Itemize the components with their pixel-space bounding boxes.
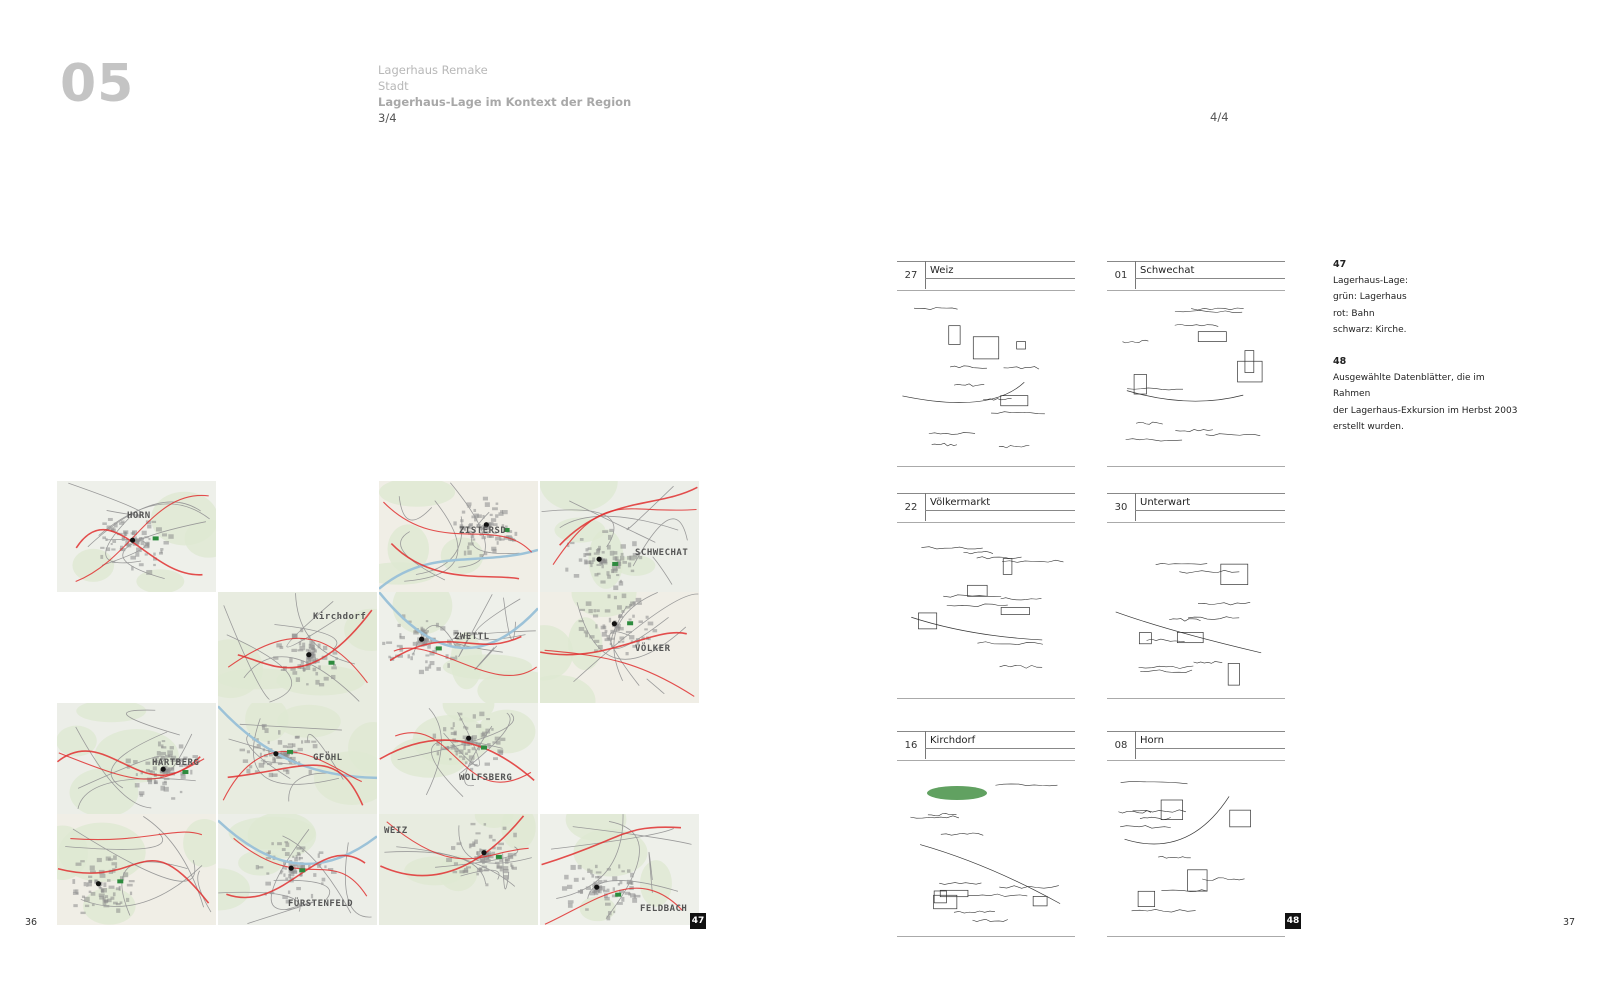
header-part-right: 4/4 xyxy=(1210,110,1229,124)
warehouse-marker xyxy=(435,646,442,651)
warehouse-marker xyxy=(627,621,634,626)
header-part-left: 3/4 xyxy=(378,111,397,125)
hand-sketch xyxy=(902,307,1045,449)
church-marker xyxy=(596,556,602,562)
datasheet: 08 Horn xyxy=(1107,731,1285,941)
datasheet-place: Kirchdorf xyxy=(930,735,976,746)
datasheet: 30 Unterwart xyxy=(1107,493,1285,703)
datasheet-place: Schwechat xyxy=(1140,265,1195,276)
map-tile: Kirchdorf xyxy=(218,592,377,703)
map-tile: GFÖHL xyxy=(218,703,377,814)
map-tile: FÜRSTENFELD xyxy=(218,814,377,925)
map-tile xyxy=(57,814,216,925)
caption-47-number: 47 xyxy=(1333,259,1347,270)
header-title: Lagerhaus-Lage im Kontext der Region xyxy=(378,95,632,109)
header-series: Lagerhaus Remake xyxy=(378,63,488,77)
header-section: Stadt xyxy=(378,79,409,93)
map-tile: SCHWECHAT xyxy=(540,481,699,592)
caption-48-line: der Lagerhaus-Exkursion im Herbst 2003 xyxy=(1333,405,1518,416)
warehouse-marker xyxy=(480,745,487,750)
map-town-label: WEIZ xyxy=(384,826,408,836)
datasheet-number: 27 xyxy=(897,261,926,289)
warehouse-marker xyxy=(495,854,502,859)
datasheet-number: 01 xyxy=(1107,261,1136,289)
caption-47-line: rot: Bahn xyxy=(1333,308,1375,319)
caption-47-line: schwarz: Kirche. xyxy=(1333,324,1407,335)
map-tile: VÖLKER xyxy=(540,592,699,703)
caption-47-line: Lagerhaus-Lage: xyxy=(1333,276,1408,287)
map-town-label: GFÖHL xyxy=(313,753,343,763)
church-marker xyxy=(481,850,487,856)
datasheet: 16 Kirchdorf xyxy=(897,731,1075,941)
caption-48-line: erstellt wurden. xyxy=(1333,421,1404,432)
datasheet-place: Weiz xyxy=(930,265,954,276)
figure-48-badge: 48 xyxy=(1285,913,1301,929)
church-marker xyxy=(611,621,617,627)
church-marker xyxy=(95,881,102,887)
church-marker xyxy=(306,652,312,658)
datasheet-place: Horn xyxy=(1140,735,1164,746)
warehouse-marker xyxy=(152,536,159,541)
datasheet: 01 Schwechat xyxy=(1107,261,1285,471)
chapter-number: 05 xyxy=(60,54,135,114)
datasheet-place: Unterwart xyxy=(1140,497,1191,508)
map-town-label: HORN xyxy=(127,511,151,521)
running-header: Lagerhaus Remake Stadt Lagerhaus-Lage im… xyxy=(378,62,631,126)
map-tile: ZWETTL xyxy=(379,592,538,703)
map-town-label: ZWETTL xyxy=(454,632,490,642)
datasheet-number: 22 xyxy=(897,493,926,521)
church-marker xyxy=(419,636,425,642)
map-town-label: WOLFSBERG xyxy=(459,773,513,783)
warehouse-marker xyxy=(503,527,510,532)
caption-48-line: Ausgewählte Datenblätter, die im Rahmen xyxy=(1333,373,1485,400)
map-tile: WOLFSBERG xyxy=(379,703,538,814)
map-town-label: VÖLKER xyxy=(635,644,671,654)
caption-48-number: 48 xyxy=(1333,356,1347,368)
map-town-label: SCHWECHAT xyxy=(635,548,689,558)
hand-sketch xyxy=(910,783,1061,922)
church-marker xyxy=(288,865,294,871)
caption-47-line: grün: Lagerhaus xyxy=(1333,292,1407,303)
page-number-left: 36 xyxy=(25,917,38,928)
warehouse-marker xyxy=(299,868,306,873)
datasheet: 27 Weiz xyxy=(897,261,1075,471)
caption-block: 47 Lagerhaus-Lage: grün: Lagerhaus rot: … xyxy=(1333,257,1523,435)
church-marker xyxy=(483,522,489,528)
map-town-label: FÜRSTENFELD xyxy=(288,899,354,909)
map-town-label: HARTBERG xyxy=(152,758,200,768)
map-tile: ZISTERSD xyxy=(379,481,538,592)
map-town-label: ZISTERSD xyxy=(459,526,507,536)
warehouse-marker xyxy=(182,770,189,775)
datasheet-number: 30 xyxy=(1107,493,1136,521)
datasheet-number: 08 xyxy=(1107,731,1136,759)
page-number-right: 37 xyxy=(1563,917,1576,928)
map-tile: HORN xyxy=(57,481,216,592)
church-marker xyxy=(129,537,136,543)
hand-sketch xyxy=(911,546,1064,669)
map-tile: FELDBACH xyxy=(540,814,699,925)
datasheet: 22 Völkermarkt xyxy=(897,493,1075,703)
church-marker xyxy=(273,751,279,757)
warehouse-marker xyxy=(615,892,622,897)
hand-sketch xyxy=(1122,307,1263,442)
warehouse-marker xyxy=(328,660,335,665)
church-marker xyxy=(594,884,600,890)
church-marker xyxy=(466,735,472,741)
warehouse-marker xyxy=(612,561,619,566)
hand-sketch xyxy=(1115,563,1262,686)
church-marker xyxy=(160,766,166,772)
map-town-label: FELDBACH xyxy=(640,904,688,914)
hand-sketch xyxy=(1118,781,1251,913)
figure-47-badge: 47 xyxy=(690,913,706,929)
map-tile: HARTBERG xyxy=(57,703,216,814)
map-town-label: Kirchdorf xyxy=(313,612,367,622)
warehouse-marker xyxy=(287,749,294,754)
map-tile: WEIZ xyxy=(379,814,538,925)
datasheet-number: 16 xyxy=(897,731,926,759)
warehouse-marker xyxy=(117,879,124,884)
datasheet-place: Völkermarkt xyxy=(930,497,991,508)
